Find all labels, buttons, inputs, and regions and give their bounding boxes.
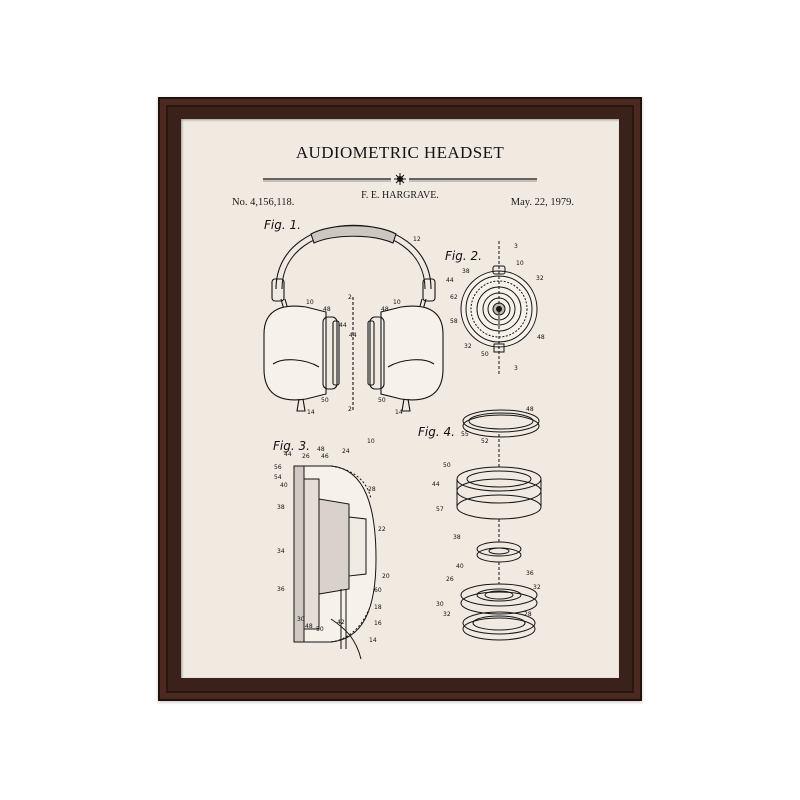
svg-text:10: 10 [516,260,524,267]
svg-text:3: 3 [514,365,518,372]
svg-text:26: 26 [302,453,310,460]
svg-text:32: 32 [533,584,541,591]
svg-text:48: 48 [526,406,534,413]
svg-text:44: 44 [446,277,454,284]
svg-text:44: 44 [284,451,292,458]
svg-text:2: 2 [348,294,352,301]
svg-text:50: 50 [378,397,386,404]
svg-text:58: 58 [450,318,458,325]
svg-text:44: 44 [349,332,357,339]
svg-text:20: 20 [382,573,390,580]
svg-text:14: 14 [395,409,403,416]
svg-text:38: 38 [277,504,285,511]
fig-2-reference-numerals: 3 3 10 32 38 44 62 58 48 32 50 [446,243,545,372]
svg-text:36: 36 [526,570,534,577]
svg-text:16: 16 [374,620,382,627]
svg-text:3: 3 [514,243,518,250]
svg-text:2: 2 [348,406,352,413]
svg-text:42: 42 [337,619,345,626]
fig-4-exploded-view-illustration [456,409,542,641]
svg-text:50: 50 [316,626,324,633]
svg-text:48: 48 [305,623,313,630]
fig-4-label: Fig. 4. [418,425,455,439]
svg-text:10: 10 [393,299,401,306]
svg-text:30: 30 [297,616,305,623]
svg-text:22: 22 [378,526,386,533]
svg-text:48: 48 [323,306,331,313]
inventor-name: F. E. HARGRAVE. [361,190,439,201]
svg-text:28: 28 [368,486,376,493]
svg-text:14: 14 [369,637,377,644]
svg-text:10: 10 [367,438,375,445]
svg-text:10: 10 [306,299,314,306]
svg-text:32: 32 [464,343,472,350]
fig-3-cross-section-illustration [293,465,377,660]
svg-text:50: 50 [321,397,329,404]
svg-text:44: 44 [432,481,440,488]
svg-text:54: 54 [274,474,282,481]
svg-text:48: 48 [537,334,545,341]
svg-text:48: 48 [381,306,389,313]
svg-text:40: 40 [280,482,288,489]
svg-text:36: 36 [277,586,285,593]
svg-text:28: 28 [524,611,532,618]
fig-3-reference-numerals: 10 48 26 46 24 44 56 54 40 28 38 22 34 2… [274,438,390,644]
svg-text:46: 46 [321,453,329,460]
svg-text:48: 48 [317,446,325,453]
fig-1-reference-numerals: 12 10 48 44 48 10 44 2 2 50 50 14 14 [306,236,421,416]
svg-text:34: 34 [277,548,285,555]
svg-text:14: 14 [307,409,315,416]
patent-date: May. 22, 1979. [510,197,574,208]
svg-text:44: 44 [339,322,347,329]
svg-text:38: 38 [462,268,470,275]
fig-1-label: Fig. 1. [264,218,301,232]
svg-text:12: 12 [413,236,421,243]
fig-2-label: Fig. 2. [445,249,482,263]
fig-1-headphones-illustration [263,224,444,412]
svg-text:32: 32 [443,611,451,618]
svg-text:60: 60 [374,587,382,594]
svg-text:38: 38 [453,534,461,541]
svg-text:62: 62 [450,294,458,301]
poster-title: AUDIOMETRIC HEADSET [295,143,505,162]
fig-4-reference-numerals: 48 55 52 50 44 57 38 40 36 26 32 30 32 2… [432,406,541,618]
patent-drawing: Fig. 1. Fig. 2. Fig. 3. Fig. 4. 12 10 48… [263,218,545,660]
svg-text:40: 40 [456,563,464,570]
svg-text:30: 30 [436,601,444,608]
svg-text:57: 57 [436,506,444,513]
svg-text:32: 32 [536,275,544,282]
svg-text:55: 55 [461,431,469,438]
svg-text:24: 24 [342,448,350,455]
svg-text:50: 50 [443,462,451,469]
fig-2-earcup-illustration [460,241,538,374]
svg-text:52: 52 [481,438,489,445]
svg-text:18: 18 [374,604,382,611]
fig-3-label: Fig. 3. [273,439,310,453]
svg-text:56: 56 [274,464,282,471]
title-divider-ornament [263,173,537,185]
svg-text:26: 26 [446,576,454,583]
patent-number: No. 4,156,118. [232,197,295,208]
svg-text:50: 50 [481,351,489,358]
